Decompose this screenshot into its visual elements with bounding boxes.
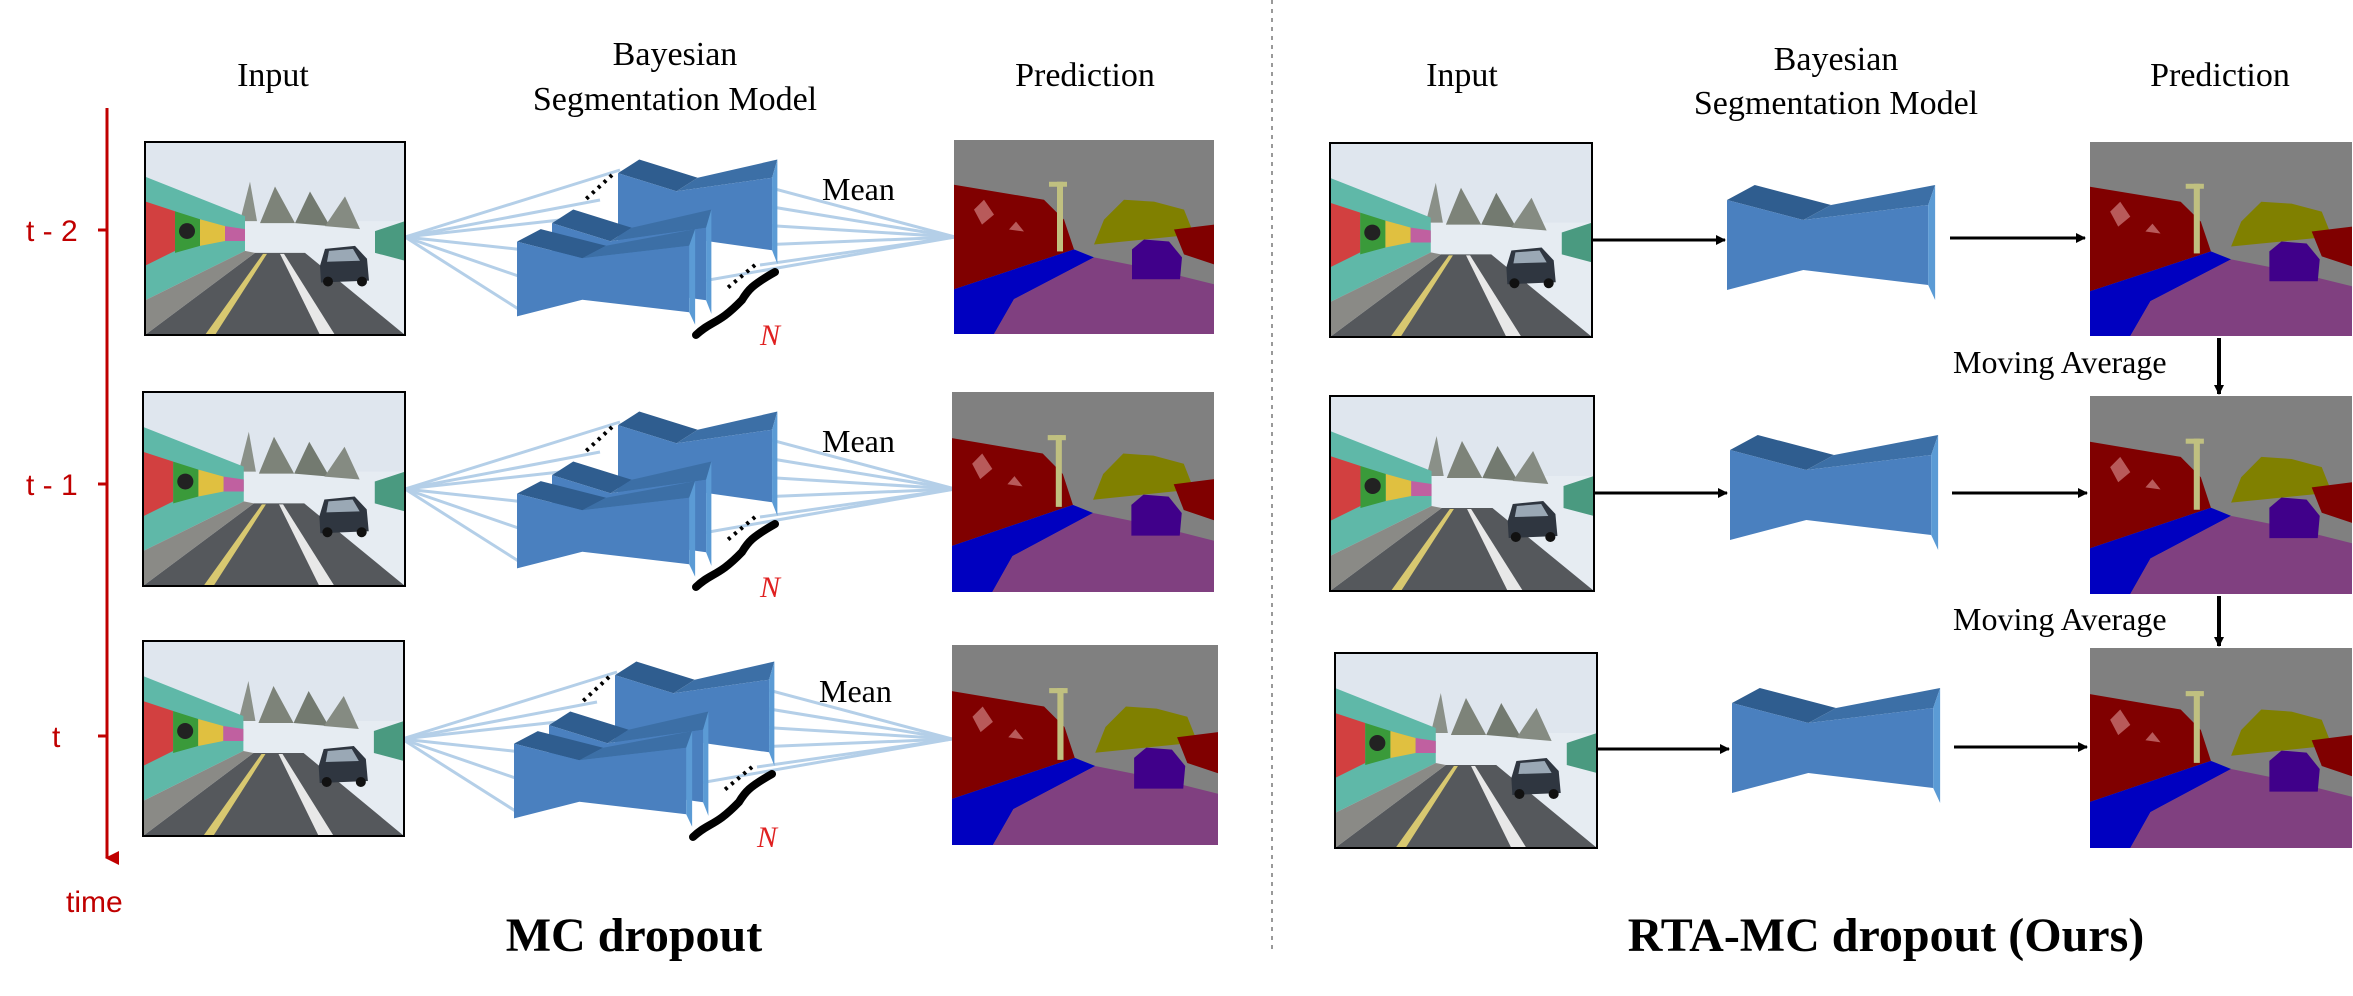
n-label: N	[759, 571, 782, 604]
left-header-input: Input	[237, 57, 309, 94]
left-panel: Input Bayesian Segmentation Model Predic…	[142, 36, 1218, 962]
time-axis-label: time	[66, 886, 123, 919]
left-input-t-2	[144, 141, 406, 336]
time-label-t-2: t - 2	[26, 215, 78, 248]
sample-lines	[404, 168, 956, 312]
sample-lines	[404, 420, 956, 564]
brace-icon	[692, 268, 779, 339]
dots	[580, 675, 611, 704]
time-label-t-1: t - 1	[26, 469, 78, 502]
street-scene-icon	[143, 641, 404, 836]
mean-label: Mean	[819, 673, 892, 709]
left-input-t	[142, 640, 405, 837]
segmentation-map-icon	[952, 645, 1218, 845]
dots	[723, 263, 757, 292]
left-input-t-1	[142, 391, 406, 587]
left-header-model-line1: Bayesian	[613, 36, 738, 73]
right-panel-title: RTA-MC dropout (Ours)	[1628, 909, 2145, 962]
brace-icon	[692, 520, 779, 591]
dots	[723, 515, 757, 544]
segmentation-map-icon	[954, 140, 1214, 334]
right-input-t-1	[1329, 395, 1595, 592]
left-row-t-2: Mean N	[404, 159, 956, 352]
n-label: N	[756, 821, 779, 854]
left-header-model-line2: Segmentation Model	[533, 81, 817, 118]
network-icon	[1732, 688, 1941, 803]
right-input-t-2	[1329, 142, 1593, 338]
segmentation-map-icon	[952, 392, 1214, 592]
street-scene-icon	[1335, 653, 1597, 848]
moving-average-label: Moving Average	[1953, 601, 2167, 637]
segmentation-map-icon	[2090, 142, 2352, 336]
left-row-t-1: Mean N	[404, 411, 956, 604]
street-scene-icon	[143, 392, 405, 586]
mean-label: Mean	[822, 423, 895, 459]
segmentation-map-icon	[2090, 396, 2352, 594]
dots	[720, 765, 754, 794]
sample-lines	[401, 670, 953, 814]
mean-label: Mean	[822, 171, 895, 207]
right-header-model-line2: Segmentation Model	[1694, 85, 1978, 122]
time-label-t: t	[52, 721, 61, 754]
network-icon	[1727, 185, 1936, 300]
right-header-model-line1: Bayesian	[1774, 41, 1899, 78]
right-input-t	[1334, 652, 1598, 849]
segmentation-map-icon	[2090, 648, 2352, 848]
network-icon	[1730, 435, 1939, 550]
n-label: N	[759, 319, 782, 352]
right-panel: Input Bayesian Segmentation Model Predic…	[1329, 41, 2352, 962]
moving-average-label: Moving Average	[1953, 344, 2167, 380]
left-header-prediction: Prediction	[1015, 57, 1155, 94]
street-scene-icon	[1330, 396, 1594, 591]
left-panel-title: MC dropout	[506, 909, 762, 962]
dots	[583, 173, 614, 202]
right-header-input: Input	[1426, 57, 1498, 94]
right-header-prediction: Prediction	[2150, 57, 2290, 94]
street-scene-icon	[1330, 143, 1592, 337]
street-scene-icon	[145, 142, 405, 335]
left-row-t: Mean N	[401, 661, 953, 854]
dots	[583, 425, 614, 454]
brace-icon	[689, 770, 776, 841]
time-axis: t - 2 t - 1 t time	[26, 108, 123, 919]
